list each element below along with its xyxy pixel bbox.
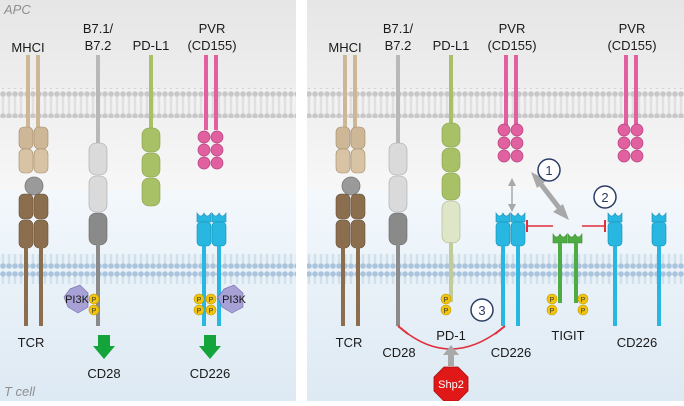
b7-cd28-complex [88,55,108,326]
pvr-cd226-double-arrow-icon [508,178,516,212]
cd226-a-label: CD226 [491,345,531,360]
b2m-icon [24,176,44,196]
tcr-label-right: TCR [336,335,363,350]
apc-membrane [0,88,296,118]
svg-text:P: P [550,297,555,304]
cd226-a-molecule [495,212,526,326]
pvr-a-label-line1: PVR [499,21,526,36]
pvr-label-line1: PVR [199,21,226,36]
pdl1-label-right: PD-L1 [433,38,470,53]
pvr-tigit-double-arrow-icon [531,172,569,220]
pvr-b-label-line1: PVR [619,21,646,36]
svg-text:P: P [92,308,97,315]
pvr-a-label-line2: (CD155) [487,38,536,53]
pdl1-pd1-complex [441,55,461,302]
b2m-icon-right [341,176,361,196]
svg-text:P: P [197,297,202,304]
mhci-tcr-complex [18,55,49,326]
pd1-label: PD-1 [436,328,466,343]
tigit-cd226-inhibition-icon [526,220,606,232]
svg-text:P: P [444,297,449,304]
pdl1-molecule [141,55,161,207]
shp2-label: Shp2 [438,379,464,391]
pvr-b-molecule [617,55,644,163]
svg-text:PI3K: PI3K [222,294,247,306]
svg-text:P: P [444,308,449,315]
svg-text:P: P [197,308,202,315]
svg-text:P: P [209,297,214,304]
b7-label-right-line1: B7.1/ [383,21,414,36]
cd28-label-right: CD28 [382,345,415,360]
mhci-label-right: MHCI [328,40,361,55]
b7-label-line1: B7.1/ [83,21,114,36]
pi3k-left-icon: PI3K [63,284,90,314]
step-2-badge: 2 [593,185,617,209]
pvr-label-line2: (CD155) [187,38,236,53]
mhci-label: MHCI [11,40,44,55]
tigit-label: TIGIT [551,328,584,343]
svg-text:P: P [550,308,555,315]
phospho-left-icon: P P [88,293,100,316]
tcell-membrane-right [307,254,684,284]
apc-membrane-right [307,88,684,118]
pvr-b-label-line2: (CD155) [607,38,656,53]
svg-text:1: 1 [545,163,552,178]
tcell-label: T cell [4,384,36,399]
pvr-a-molecule [497,55,524,163]
phospho-tigit-icon: P P P P [546,293,589,316]
svg-text:PI3K: PI3K [65,294,90,306]
svg-text:P: P [209,308,214,315]
svg-text:P: P [581,308,586,315]
cd226-label: CD226 [190,366,230,381]
shp2-octagon-icon: Shp2 [433,366,469,402]
pi3k-right-icon: PI3K [217,284,247,314]
cd28-label: CD28 [87,366,120,381]
tcr-label: TCR [18,335,45,350]
svg-text:P: P [92,297,97,304]
svg-text:P: P [581,297,586,304]
step-1-badge: 1 [537,158,561,182]
pdl1-label: PD-L1 [133,38,170,53]
cd226-b-molecule [607,212,667,326]
right-panel: P P [307,0,684,402]
panel-divider [296,0,307,401]
apc-label: APC [3,2,31,17]
cd226-b-label: CD226 [617,335,657,350]
green-arrow-cd28-icon [93,335,115,359]
pvr-cd226-complex [196,55,227,326]
phospho-right-icon: P P P P [193,293,217,316]
phospho-pd1-icon: P P [440,293,452,316]
b7-label-right-line2: B7.2 [385,38,412,53]
svg-text:2: 2 [601,190,608,205]
b7-label-line2: B7.2 [85,38,112,53]
tcell-membrane [0,254,296,284]
b7-cd28-complex-right [388,55,408,326]
shp2-arrow-icon [443,345,459,366]
step-3-badge: 3 [470,298,494,322]
svg-text:3: 3 [478,303,485,318]
left-panel: PI3K P P P P P P PI3K [0,0,296,401]
tigit-molecule [552,233,583,303]
green-arrow-cd226-icon [199,335,221,359]
mhci-tcr-complex-right [335,55,366,326]
